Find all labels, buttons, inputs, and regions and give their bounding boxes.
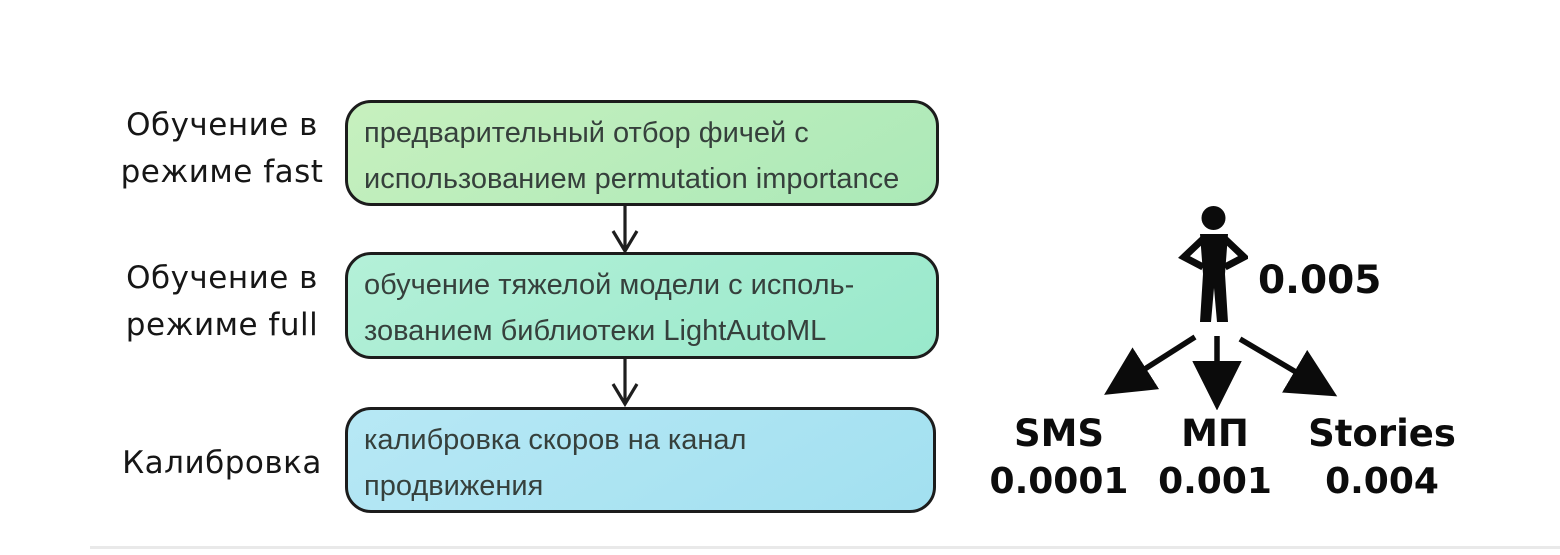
channel-name: SMS bbox=[1013, 412, 1105, 455]
stage-box-text-line: предварительный отбор фичей с bbox=[364, 117, 809, 149]
stage-box-text-line: калибровка скоров на канал bbox=[364, 424, 747, 456]
stage-box-text-line: использованием permutation importance bbox=[364, 163, 900, 195]
channel-value: 0.001 bbox=[1158, 461, 1272, 502]
stage-box-text-line: зованием библиотеки LightAutoML bbox=[364, 315, 827, 347]
channel-sms: SMS 0.0001 bbox=[974, 414, 1144, 502]
arrow-to-stories-icon bbox=[1238, 336, 1338, 397]
stage-label-fast: Обучение в режиме fast bbox=[92, 102, 352, 196]
stage-box-text-line: обучение тяжелой модели с исполь- bbox=[364, 269, 855, 301]
channel-mp: МП 0.001 bbox=[1130, 414, 1300, 502]
channel-stories: Stories 0.004 bbox=[1297, 414, 1467, 502]
arrow-to-sms-icon bbox=[1104, 334, 1197, 395]
person-icon bbox=[1178, 206, 1248, 322]
stage-box-3: калибровка скоров на канал продвижения bbox=[345, 407, 936, 513]
channel-value: 0.0001 bbox=[989, 461, 1129, 502]
stage-label-line: режиме fast bbox=[120, 154, 324, 190]
channel-name: Stories bbox=[1308, 412, 1456, 455]
stage-label-line: Обучение в bbox=[126, 260, 318, 296]
bottom-divider bbox=[90, 546, 1560, 549]
channel-value: 0.004 bbox=[1325, 461, 1439, 502]
root-score-value: 0.005 bbox=[1258, 258, 1382, 303]
stage-label-full: Обучение в режиме full bbox=[92, 255, 352, 349]
stage-box-text-line: продвижения bbox=[364, 470, 544, 502]
stage-label-line: режиме full bbox=[125, 307, 319, 343]
stage-box-2: обучение тяжелой модели с исполь- зовани… bbox=[345, 252, 939, 359]
stage-box-1: предварительный отбор фичей с использова… bbox=[345, 100, 939, 206]
stage-label-line: Калибровка bbox=[122, 445, 322, 481]
fanout-arrows-icon bbox=[1104, 334, 1338, 410]
stage-label-calibration: Калибровка bbox=[92, 440, 352, 487]
channel-name: МП bbox=[1181, 412, 1249, 455]
arrow-down-icon bbox=[611, 206, 639, 255]
arrow-down-icon bbox=[611, 359, 639, 408]
stage-label-line: Обучение в bbox=[126, 107, 318, 143]
